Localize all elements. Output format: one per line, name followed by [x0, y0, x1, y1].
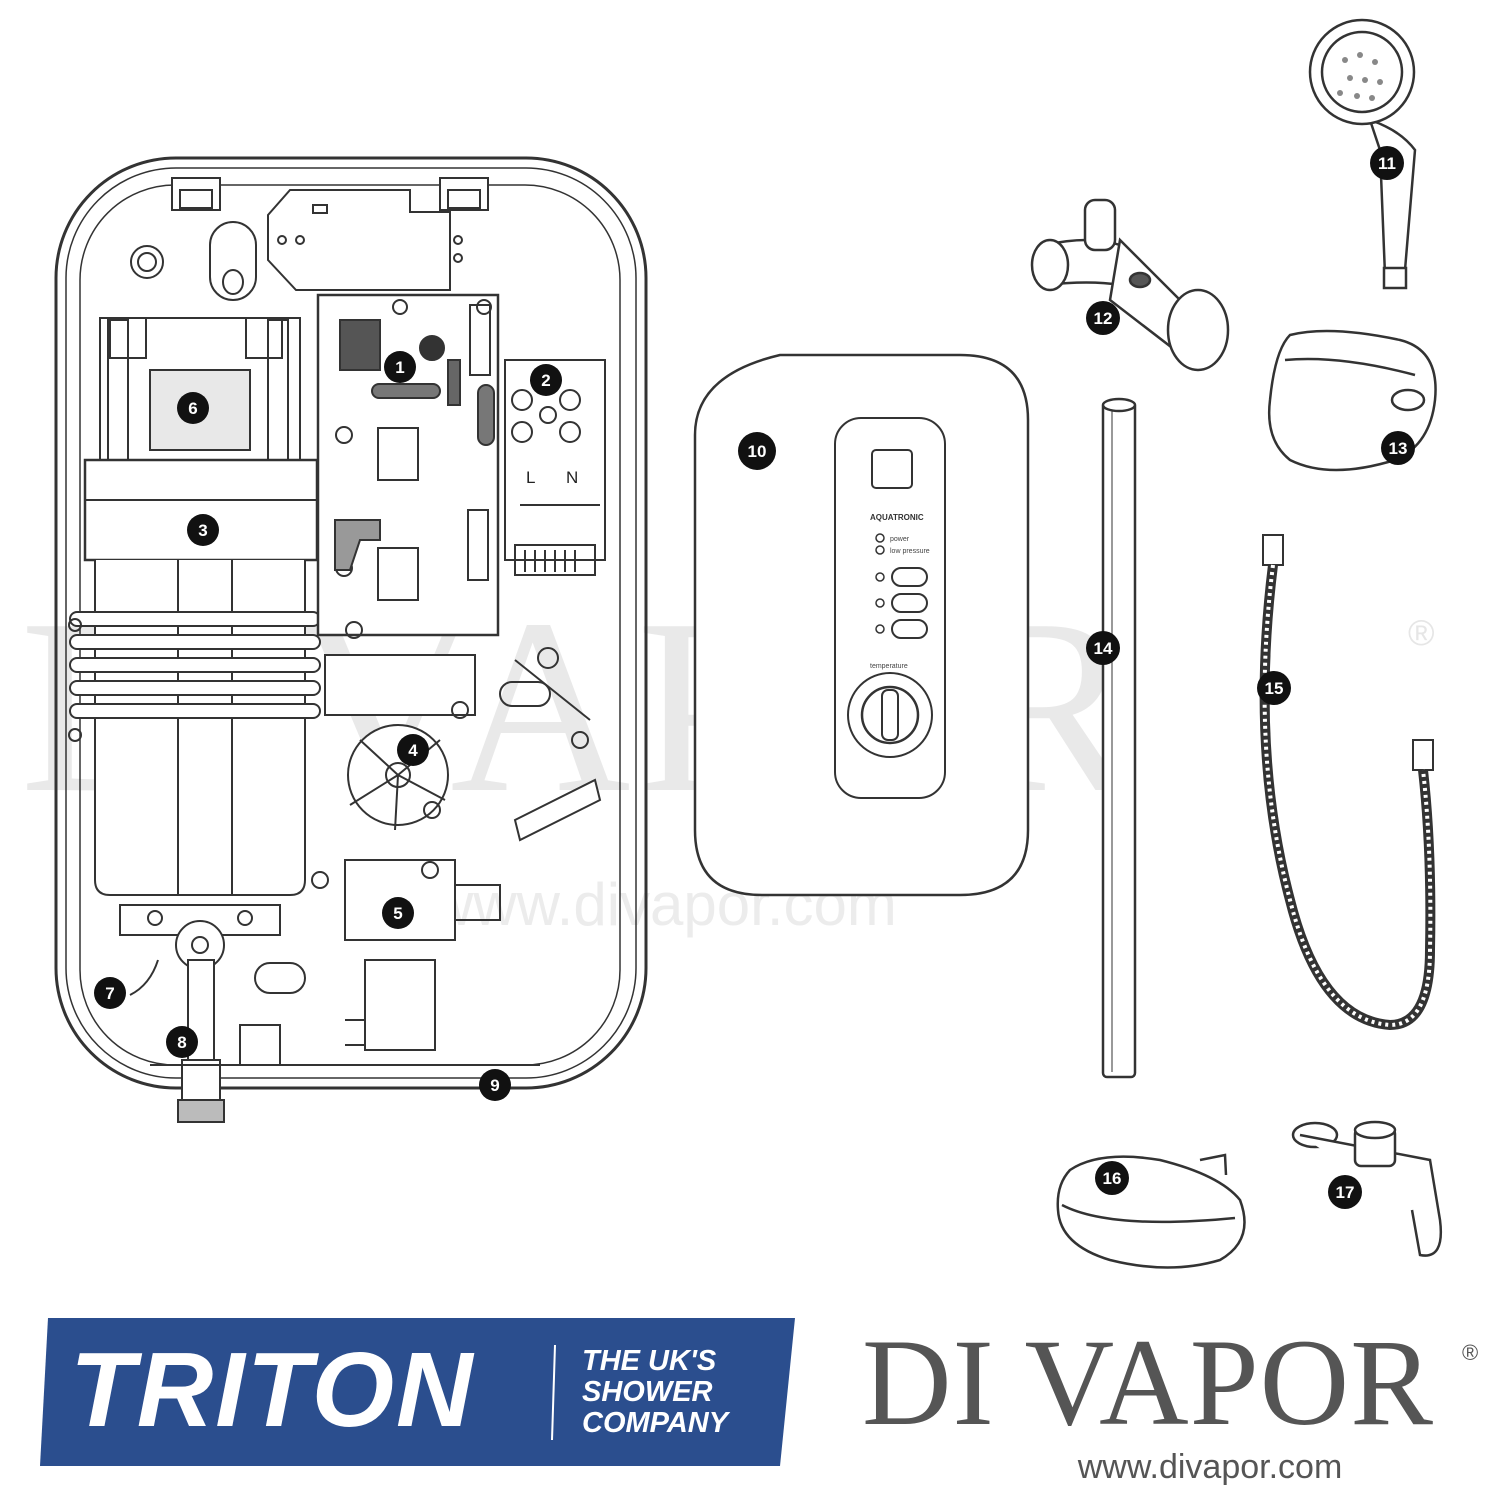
callout-5: 5 — [382, 897, 414, 929]
rail-slider — [1030, 198, 1230, 372]
callout-9: 9 — [479, 1069, 511, 1101]
triton-banner-divider — [551, 1344, 556, 1441]
svg-text:14: 14 — [1094, 639, 1113, 658]
shower-handset — [1308, 18, 1417, 290]
callout-6: 6 — [177, 392, 209, 424]
svg-text:7: 7 — [105, 984, 114, 1003]
svg-text:8: 8 — [177, 1033, 186, 1052]
triton-logo: TRITON — [70, 1331, 475, 1449]
callout-15: 15 — [1257, 671, 1291, 705]
callout-16: 16 — [1095, 1161, 1129, 1195]
callout-13: 13 — [1381, 431, 1415, 465]
terminal-label-live: L — [526, 468, 535, 487]
svg-text:6: 6 — [188, 399, 197, 418]
divapor-logo: DI VAPOR — [862, 1314, 1434, 1451]
callout-8: 8 — [166, 1026, 198, 1058]
panel-brand: AQUATRONIC — [870, 513, 924, 522]
callout-3: 3 — [187, 514, 219, 546]
callout-4: 4 — [397, 734, 429, 766]
panel-indicator-low-pressure: low pressure — [890, 548, 930, 555]
svg-text:15: 15 — [1265, 679, 1284, 698]
retaining-clip — [1291, 1120, 1443, 1257]
triton-tagline-line-3: COMPANY — [582, 1407, 729, 1439]
svg-text:16: 16 — [1103, 1169, 1122, 1188]
callout-2: 2 — [530, 364, 562, 396]
svg-text:11: 11 — [1378, 154, 1396, 173]
svg-text:9: 9 — [490, 1076, 499, 1095]
callout-12: 12 — [1086, 301, 1120, 335]
panel-dial-label: temperature — [870, 663, 908, 670]
triton-tagline-line-1: THE UK'S — [582, 1345, 717, 1377]
svg-text:13: 13 — [1389, 439, 1408, 458]
shower-unit-internals — [54, 156, 648, 1123]
svg-text:17: 17 — [1336, 1183, 1355, 1202]
callout-11: 11 — [1370, 146, 1404, 180]
watermark-registered: ® — [1408, 612, 1435, 653]
soap-dish — [1056, 1153, 1246, 1269]
svg-text:2: 2 — [541, 371, 550, 390]
triton-tagline-line-2: SHOWER — [582, 1376, 713, 1408]
svg-text:3: 3 — [198, 521, 207, 540]
shower-hose — [1259, 534, 1436, 1031]
callout-1: 1 — [384, 351, 416, 383]
triton-banner-shape — [40, 1318, 795, 1466]
callout-7: 7 — [94, 977, 126, 1009]
callout-14: 14 — [1086, 631, 1120, 665]
front-cover: AQUATRONIC power low pressure temperatur… — [693, 353, 1030, 897]
panel-indicator-power: power — [890, 536, 910, 543]
callout-markers: 1 2 3 4 5 6 7 8 9 10 11 12 13 14 15 16 1… — [94, 146, 1415, 1209]
svg-text:1: 1 — [395, 358, 404, 377]
riser-rail — [1101, 397, 1137, 1079]
divapor-url: www.divapor.com — [1077, 1448, 1343, 1486]
divapor-registered-mark: ® — [1462, 1340, 1479, 1365]
terminal-label-neutral: N — [566, 468, 578, 487]
callout-17: 17 — [1328, 1175, 1362, 1209]
svg-text:5: 5 — [393, 904, 402, 923]
callout-10: 10 — [738, 432, 776, 470]
triton-tagline: THE UK'S SHOWER COMPANY — [582, 1346, 782, 1439]
svg-text:10: 10 — [748, 442, 767, 461]
svg-text:12: 12 — [1094, 309, 1113, 328]
svg-text:4: 4 — [408, 741, 418, 760]
